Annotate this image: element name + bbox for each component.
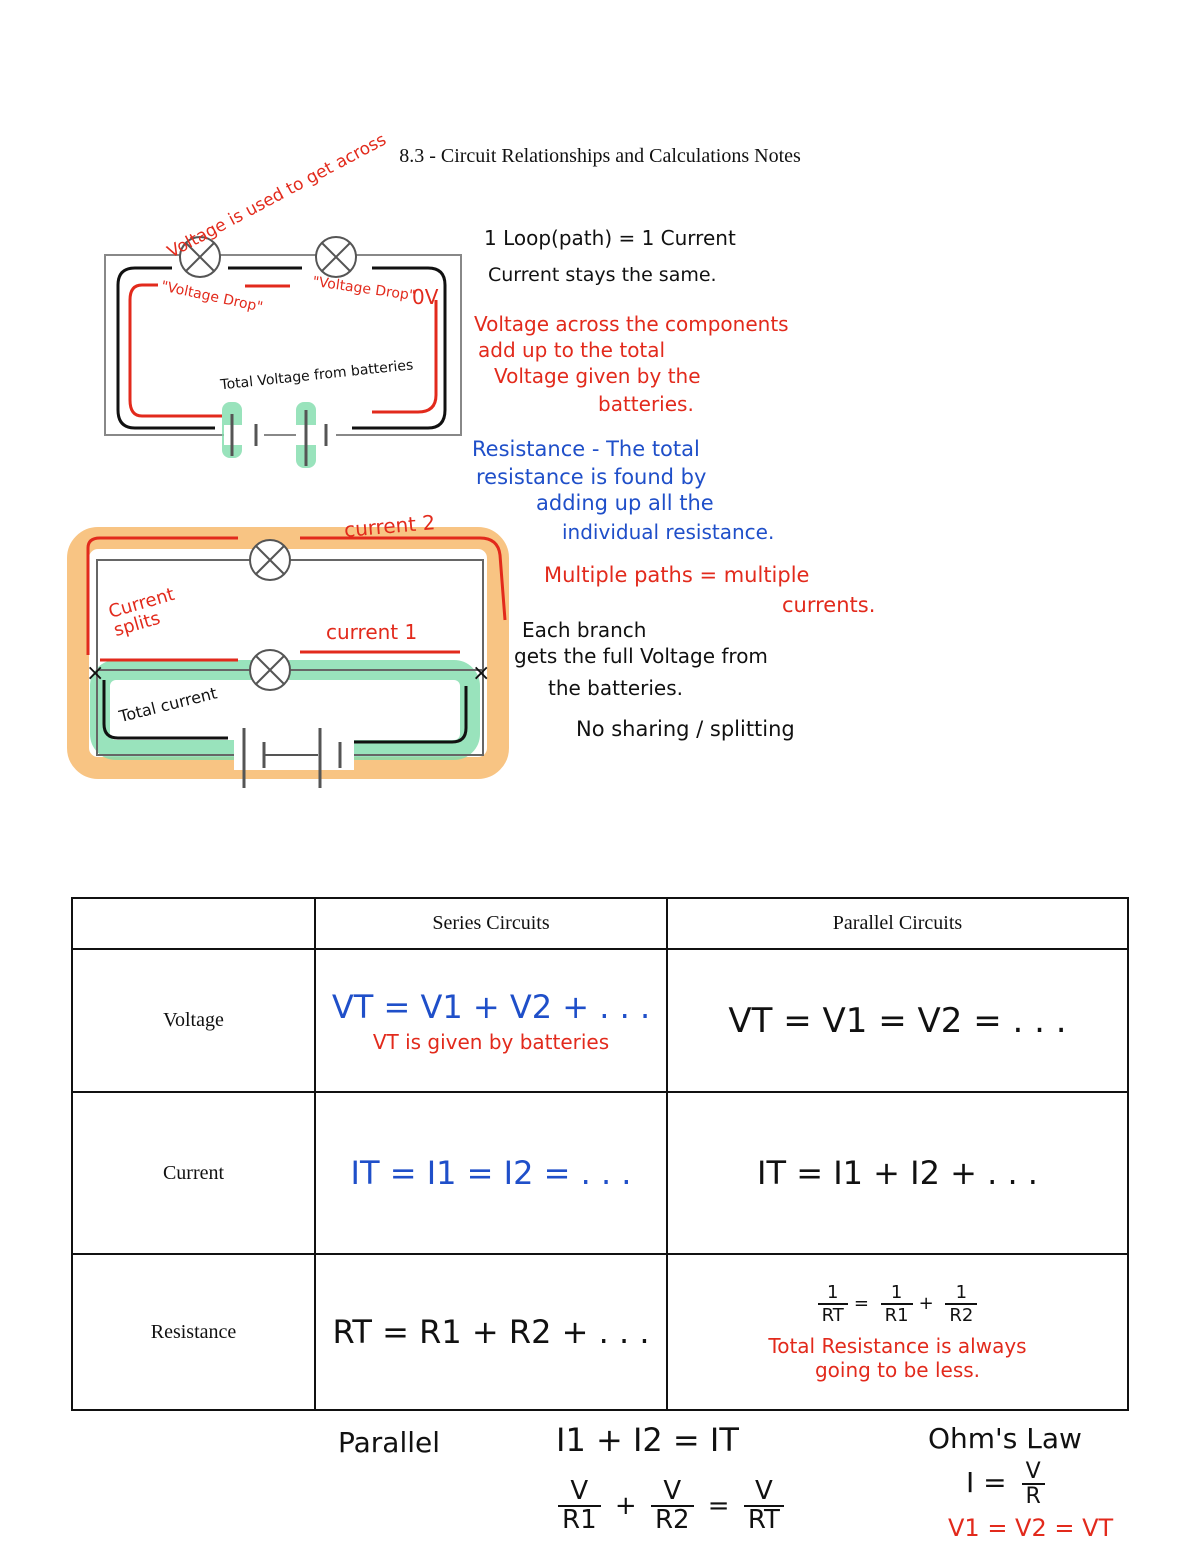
table-row: Current IT = I1 = I2 = . . . IT = I1 + I… xyxy=(71,1091,1129,1255)
row-label-voltage: Voltage xyxy=(71,948,316,1093)
table-row: Voltage VT = V1 + V2 + . . . VT is given… xyxy=(71,948,1129,1093)
circuit-diagrams: × × xyxy=(67,236,509,788)
series-note-blue-1: Resistance - The total xyxy=(472,437,700,461)
series-circuit-diagram xyxy=(104,236,462,468)
parallel-voltage-formula: VT = V1 = V2 = . . . xyxy=(728,1000,1067,1041)
parallel-resistance-note-1: Total Resistance is always xyxy=(768,1334,1027,1358)
series-note-blue-2: resistance is found by xyxy=(476,465,707,489)
zero-volts-label: 0V xyxy=(412,285,439,309)
page-title: 8.3 - Circuit Relationships and Calculat… xyxy=(399,145,801,167)
series-current-formula: IT = I1 = I2 = . . . xyxy=(350,1154,632,1192)
series-note-blue-3: adding up all the xyxy=(536,491,714,515)
parallel-resistance-note-2: going to be less. xyxy=(814,1358,981,1382)
series-voltage-cell: VT = V1 + V2 + . . . VT is given by batt… xyxy=(314,948,668,1093)
series-note-blue-4: individual resistance. xyxy=(562,520,775,544)
bottom-parallel-label: Parallel xyxy=(338,1426,441,1459)
series-note-current-same: Current stays the same. xyxy=(488,264,717,286)
table-header-row: Series Circuits Parallel Circuits xyxy=(71,897,1129,950)
parallel-note-red-2: currents. xyxy=(782,593,876,617)
series-note-red-3: Voltage given by the xyxy=(494,364,701,388)
svg-text:×: × xyxy=(86,661,104,686)
header-parallel: Parallel Circuits xyxy=(666,897,1129,950)
parallel-note-2: gets the full Voltage from xyxy=(514,644,768,668)
series-note-red-4: batteries. xyxy=(598,392,694,416)
series-note-red-1: Voltage across the components xyxy=(474,312,789,336)
series-note-red-2: add up to the total xyxy=(478,338,666,362)
series-resistance-cell: RT = R1 + R2 + . . . xyxy=(314,1253,668,1411)
bottom-current-equation: I1 + I2 = IT xyxy=(556,1421,739,1459)
parallel-note-red-1: Multiple paths = multiple xyxy=(544,563,810,587)
svg-text:×: × xyxy=(472,661,490,686)
current-1-label: current 1 xyxy=(326,620,418,644)
parallel-current-formula: IT = I1 + I2 + . . . xyxy=(757,1154,1038,1192)
parallel-current-cell: IT = I1 + I2 + . . . xyxy=(666,1091,1129,1255)
comparison-table: Series Circuits Parallel Circuits Voltag… xyxy=(71,897,1129,1411)
ohms-law-note: V1 = V2 = VT xyxy=(948,1514,1114,1542)
parallel-note-1: Each branch xyxy=(522,618,647,642)
parallel-circuit-diagram: × × xyxy=(67,527,509,788)
parallel-note-3: the batteries. xyxy=(548,676,683,700)
series-voltage-formula: VT = V1 + V2 + . . . xyxy=(331,987,651,1026)
series-voltage-note: VT is given by batteries xyxy=(372,1029,610,1054)
row-label-resistance: Resistance xyxy=(71,1253,316,1411)
series-current-cell: IT = I1 = I2 = . . . xyxy=(314,1091,668,1255)
series-resistance-formula: RT = R1 + R2 + . . . xyxy=(332,1313,650,1351)
header-series: Series Circuits xyxy=(314,897,668,950)
series-note-loop: 1 Loop(path) = 1 Current xyxy=(484,226,736,250)
parallel-voltage-cell: VT = V1 = V2 = . . . xyxy=(666,948,1129,1093)
row-label-current: Current xyxy=(71,1091,316,1255)
header-empty xyxy=(71,897,316,950)
parallel-note-4: No sharing / splitting xyxy=(576,717,795,741)
ohms-law-title: Ohm's Law xyxy=(928,1422,1082,1455)
